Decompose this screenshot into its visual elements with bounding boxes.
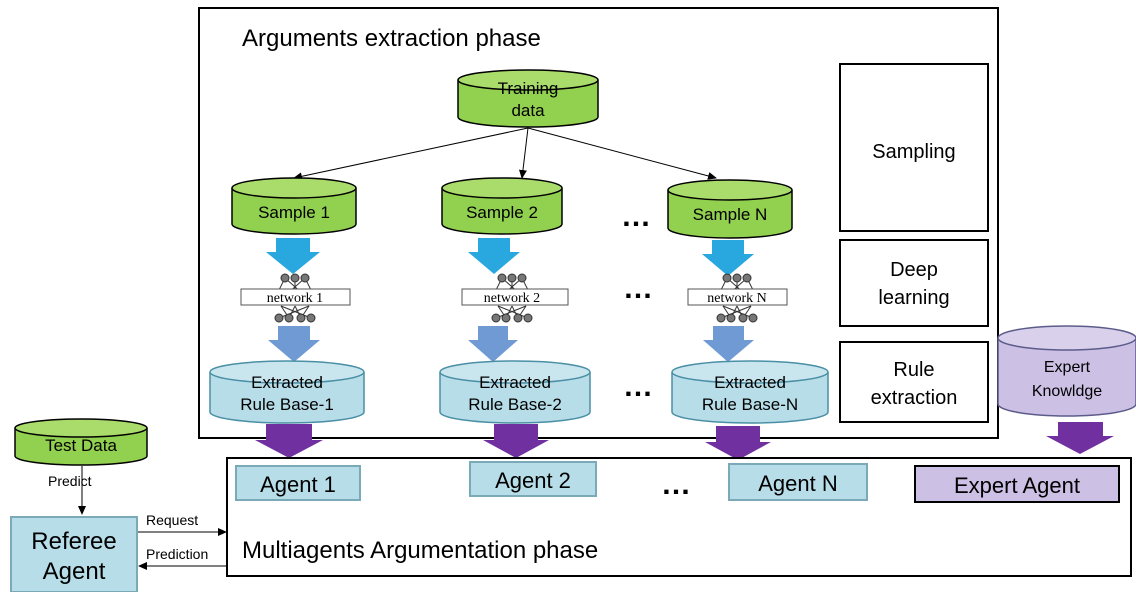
rule-base-2-line1: Extracted <box>479 373 551 392</box>
ellipsis-rule-bases: … <box>623 370 653 403</box>
network-n-label: network N <box>707 291 767 306</box>
purple-arrow-n <box>705 426 771 460</box>
ellipsis-agents: … <box>661 468 691 501</box>
argumentation-phase-frame <box>226 457 1132 577</box>
expert-agent-label: Expert Agent <box>954 473 1080 498</box>
test-data-cylinder: Test Data <box>14 418 148 466</box>
sample-1-label: Sample 1 <box>258 203 330 222</box>
prediction-label: Prediction <box>146 546 208 562</box>
rule-base-1-line1: Extracted <box>251 373 323 392</box>
sample-n-cylinder: Sample N <box>667 179 793 239</box>
training-data-line2: data <box>511 101 545 120</box>
rule-base-1-line2: Rule Base-1 <box>240 395 334 414</box>
purple-arrow-expert <box>1046 422 1114 454</box>
sampling-stage-box <box>839 63 989 232</box>
request-label: Request <box>146 512 198 528</box>
rule-base-1-cylinder: Extracted Rule Base-1 <box>209 360 365 424</box>
referee-agent-box <box>10 516 138 592</box>
argumentation-phase-title: Multiagents Argumentation phase <box>242 537 598 564</box>
agent-1-box <box>235 465 361 501</box>
blue-arrow-2 <box>468 238 520 274</box>
sample-2-label: Sample 2 <box>466 203 538 222</box>
predict-label: Predict <box>48 473 92 489</box>
purple-arrow-1 <box>255 424 323 458</box>
steel-arrow-n <box>703 326 754 362</box>
arrow-training-to-sample-n <box>527 127 717 180</box>
expert-knowledge-line2: Knowldge <box>1032 383 1102 400</box>
expert-agent-box <box>914 465 1120 503</box>
ellipsis-samples: … <box>621 200 651 233</box>
arrow-training-to-sample-1 <box>293 127 529 181</box>
training-data-cylinder: Training data <box>457 69 599 128</box>
rule-base-n-line2: Rule Base-N <box>702 395 798 414</box>
agent-1-label: Agent 1 <box>260 472 336 497</box>
referee-agent-line1: Referee <box>31 528 116 555</box>
blue-arrow-n <box>702 240 754 276</box>
rule-base-2-line2: Rule Base-2 <box>468 395 562 414</box>
rule-base-n-line1: Extracted <box>714 373 786 392</box>
purple-arrow-2 <box>483 424 549 458</box>
agent-2-label: Agent 2 <box>495 468 571 493</box>
rule-extraction-line1: Rule <box>893 359 934 381</box>
agent-n-box <box>728 463 868 501</box>
steel-arrow-1 <box>268 326 320 362</box>
expert-knowledge-cylinder: Expert Knowldge <box>997 325 1136 417</box>
network-2: network 2 <box>461 273 569 323</box>
network-n: network N <box>687 273 788 323</box>
sample-n-label: Sample N <box>693 205 768 224</box>
arrow-training-to-sample-2 <box>518 127 529 179</box>
test-data-label: Test Data <box>45 436 117 455</box>
sample-1-cylinder: Sample 1 <box>231 177 357 235</box>
network-1-label: network 1 <box>267 291 323 306</box>
rule-base-2-cylinder: Extracted Rule Base-2 <box>439 360 591 424</box>
referee-agent-line2: Agent <box>43 558 106 585</box>
deep-learning-line1: Deep <box>890 259 938 281</box>
rule-extraction-stage-box <box>839 341 989 423</box>
training-data-line1: Training <box>498 79 559 98</box>
deep-learning-stage-box <box>839 239 989 327</box>
rule-extraction-line2: extraction <box>871 387 958 409</box>
sampling-stage-label: Sampling <box>872 141 955 163</box>
blue-arrow-1 <box>266 238 320 274</box>
extraction-phase-title: Arguments extraction phase <box>242 25 541 52</box>
network-1: network 1 <box>240 273 351 323</box>
deep-learning-line2: learning <box>878 287 949 309</box>
steel-arrow-2 <box>468 326 518 362</box>
agent-n-label: Agent N <box>758 471 838 496</box>
ellipsis-networks: … <box>623 272 653 305</box>
network-2-label: network 2 <box>484 291 540 306</box>
sample-2-cylinder: Sample 2 <box>441 177 563 235</box>
agent-2-box <box>469 461 597 497</box>
expert-knowledge-line1: Expert <box>1044 359 1091 376</box>
rule-base-n-cylinder: Extracted Rule Base-N <box>671 360 829 424</box>
